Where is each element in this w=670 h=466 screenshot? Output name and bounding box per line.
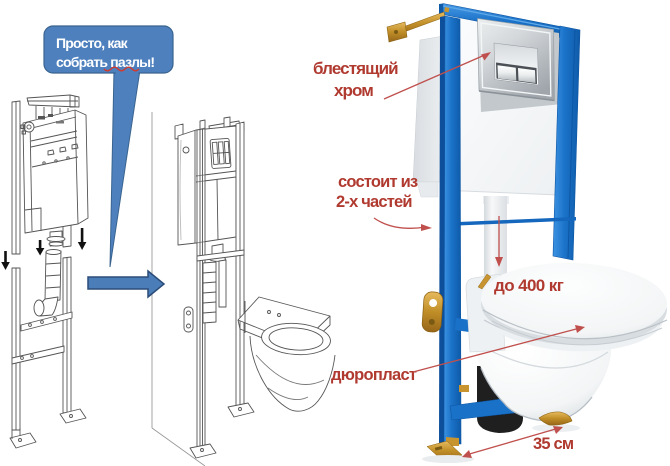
svg-text:Просто, как: Просто, как bbox=[56, 35, 129, 51]
svg-text:35 см: 35 см bbox=[533, 435, 574, 453]
svg-text:до 400 кг: до 400 кг bbox=[494, 276, 564, 295]
svg-text:хром: хром bbox=[334, 81, 373, 100]
svg-text:2-х частей: 2-х частей bbox=[336, 193, 412, 211]
svg-text:собрать пазлы!: собрать пазлы! bbox=[56, 54, 154, 70]
svg-text:состоит из: состоит из bbox=[338, 173, 418, 191]
svg-text:дюропласт: дюропласт bbox=[331, 366, 417, 384]
svg-text:блестящий: блестящий bbox=[313, 59, 398, 78]
